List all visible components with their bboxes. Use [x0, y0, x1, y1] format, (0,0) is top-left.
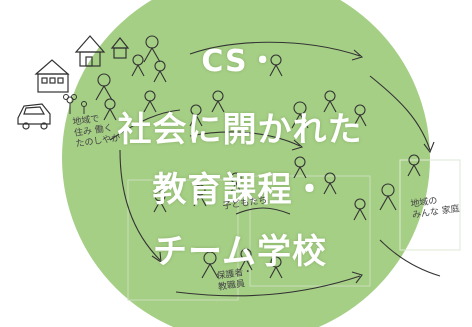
car-icon	[17, 103, 51, 130]
school-building-icon	[34, 59, 70, 93]
flow-arrows	[109, 41, 441, 297]
people-sketches	[95, 35, 421, 279]
handwritten-note-left: 地域で 住み 働く たのしやか	[72, 114, 121, 150]
faint-panel-right	[249, 175, 371, 287]
headline-line-3: 教育課程・	[152, 170, 328, 210]
headline-line-4: チーム学校	[153, 232, 327, 272]
faint-panel-left	[127, 179, 239, 301]
faint-panel-far-right	[399, 159, 461, 251]
headline-line-2: 社会に開かれた	[117, 110, 363, 150]
flower-icon	[63, 94, 87, 114]
house-icon	[74, 35, 130, 67]
headline-line-1: CS・	[201, 44, 279, 79]
